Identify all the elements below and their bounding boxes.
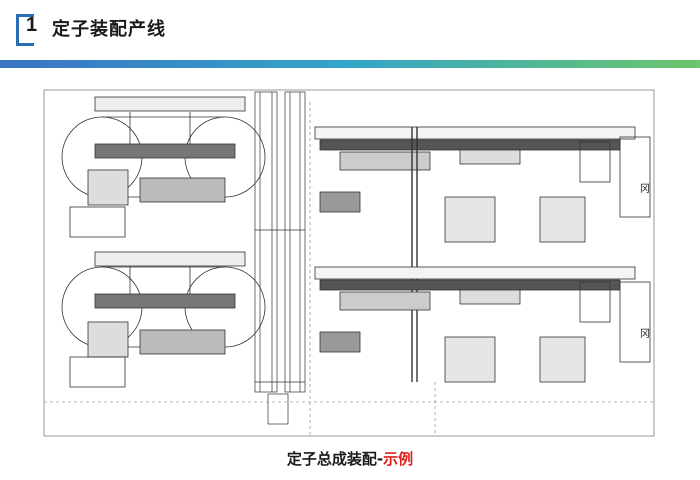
title-gradient-bar bbox=[0, 60, 700, 68]
left-cell-upper bbox=[61, 96, 266, 238]
right-line-lower bbox=[314, 266, 651, 383]
section-number: 1 bbox=[26, 14, 38, 36]
rack-label-upper: 冈 bbox=[640, 183, 650, 195]
caption-main: 定子总成装配- bbox=[286, 450, 384, 468]
rack-label-lower: 冈 bbox=[640, 328, 650, 340]
section-bracket bbox=[16, 14, 34, 46]
layout-frame bbox=[43, 89, 655, 437]
left-cell-lower bbox=[61, 251, 266, 388]
page-title: 定子装配产线 bbox=[52, 19, 166, 40]
caption-highlight: 示例 bbox=[383, 450, 414, 468]
vertical-conveyor bbox=[254, 91, 306, 425]
assembly-line-layout-drawing: 冈 冈 bbox=[43, 89, 655, 437]
dashed-guides bbox=[44, 102, 654, 436]
right-line-upper bbox=[314, 126, 651, 382]
slide-header: 1 定子装配产线 bbox=[0, 0, 700, 70]
figure-caption: 定子总成装配-示例 bbox=[0, 448, 700, 469]
